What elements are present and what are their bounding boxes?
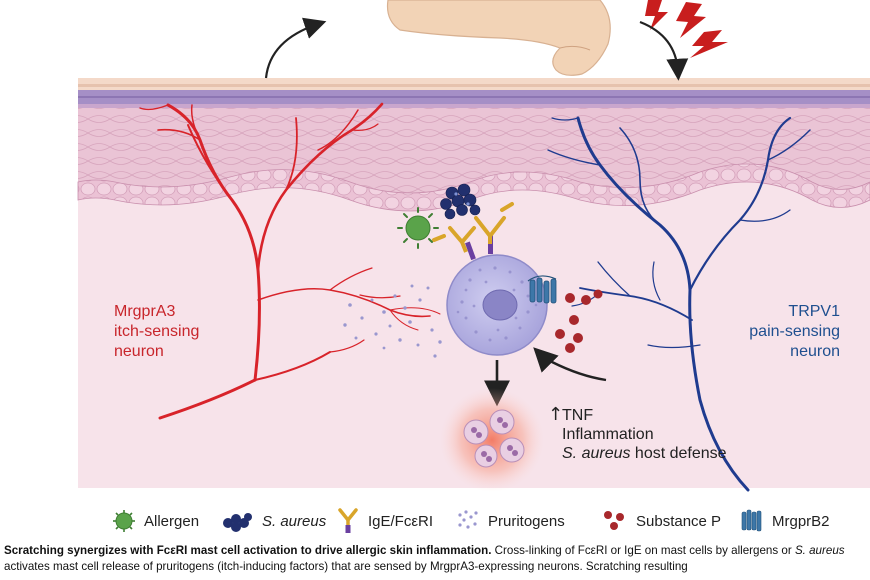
- scratch-arrow-left: [264, 17, 327, 79]
- legend-item-s-aureus: S. aureus: [220, 508, 326, 534]
- s-aureus-icon: [223, 513, 252, 532]
- itch-neuron: [139, 102, 441, 420]
- ige-receptors: [432, 202, 514, 261]
- effects-list: TNF Inflammation S. aureus host defense: [562, 406, 727, 463]
- legend-label-ige-fceri: IgE/FcεRI: [368, 512, 434, 530]
- legend-label-s-aureus: S. aureus: [262, 512, 327, 530]
- pain-neuron-label-line-1: TRPV1: [788, 303, 840, 320]
- caption-text-2: activates mast cell release of pruritoge…: [4, 560, 688, 573]
- legend-item-ige-fceri: IgE/FcεRI: [336, 508, 433, 534]
- legend-label-pruritogens: Pruritogens: [488, 512, 565, 530]
- substance-p-icon: [604, 511, 624, 530]
- legend-item-substance-p: Substance P: [602, 508, 721, 534]
- caption-title: Scratching synergizes with FcεRI mast ce…: [4, 544, 492, 557]
- pain-lightning-icon: [645, 0, 728, 58]
- ige-fceri-icon: [338, 508, 358, 533]
- pain-neuron-label-line-3: neuron: [790, 343, 840, 360]
- itch-neuron-label: MrgprA3 itch-sensing neuron: [114, 302, 199, 362]
- itch-neuron-label-line-2: itch-sensing: [114, 323, 200, 340]
- s-aureus: [440, 183, 481, 220]
- pruritogens-icon: [458, 510, 478, 529]
- effect-inflammation: Inflammation: [562, 426, 654, 443]
- allergen: [397, 207, 439, 249]
- skin-diagram: [77, 0, 870, 492]
- figure-caption: Scratching synergizes with FcεRI mast ce…: [4, 543, 866, 575]
- substance-p: [555, 289, 603, 353]
- legend-item-mrgprb2: MrgprB2: [740, 508, 830, 534]
- inflammation-cluster: [440, 388, 544, 492]
- caption-text-1: Cross-linking of FcεRI or IgE on mast ce…: [491, 544, 795, 557]
- legend-item-allergen: Allergen: [112, 508, 199, 534]
- itch-neuron-label-line-1: MrgprA3: [114, 303, 176, 320]
- scratching-finger: [386, 0, 611, 76]
- effect-host-defense-rest: host defense: [630, 445, 727, 462]
- legend-label-substance-p: Substance P: [636, 512, 722, 530]
- pruritogens: [343, 284, 442, 358]
- scratch-arrow-right: [639, 20, 689, 81]
- legend-label-allergen: Allergen: [144, 512, 200, 530]
- pain-neuron-label: TRPV1 pain-sensing neuron: [720, 302, 840, 362]
- pain-neuron: [547, 116, 811, 492]
- mast-cell: [446, 254, 548, 356]
- legend-item-pruritogens: Pruritogens: [456, 508, 565, 534]
- effect-tnf: TNF: [562, 407, 594, 424]
- effects-up-arrow: ↑: [548, 404, 564, 425]
- allergen-icon: [113, 510, 135, 532]
- mrgprb2-receptor: [527, 275, 557, 304]
- effect-host-defense: S. aureus host defense: [562, 444, 727, 463]
- itch-neuron-label-line-3: neuron: [114, 343, 164, 360]
- effect-host-defense-species: S. aureus: [562, 445, 631, 462]
- mast-cell-nucleus: [482, 289, 518, 321]
- mrgprb2-icon: [741, 509, 762, 532]
- pain-neuron-label-line-2: pain-sensing: [749, 323, 840, 340]
- caption-species: S. aureus: [794, 544, 845, 557]
- legend: Allergen S. aureus IgE/FcεRI Pruritogens…: [0, 500, 870, 542]
- substance-p-arrow: [533, 347, 607, 382]
- basal-layer: [77, 163, 870, 212]
- legend-label-mrgprb2: MrgprB2: [772, 512, 830, 530]
